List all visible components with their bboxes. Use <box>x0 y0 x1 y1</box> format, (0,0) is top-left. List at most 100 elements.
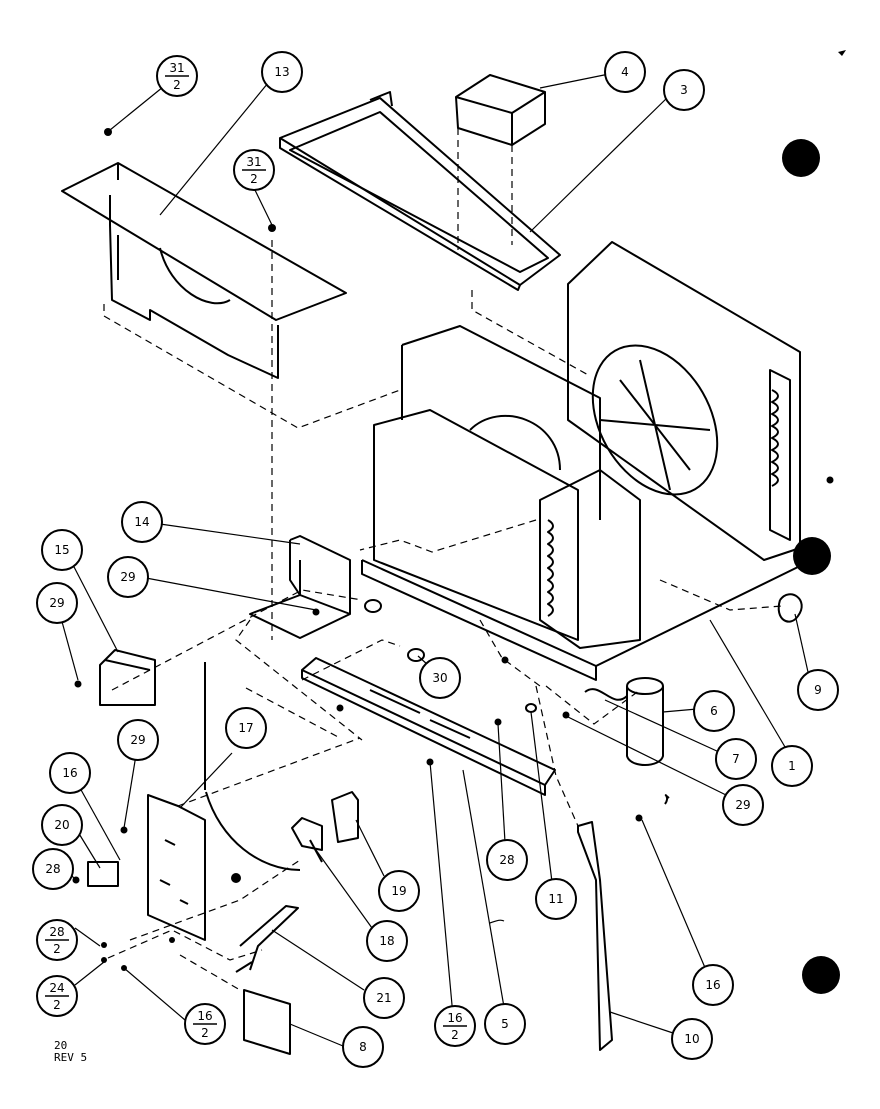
callout-label-c21: 21 <box>376 991 391 1005</box>
callout-c19 <box>378 870 420 912</box>
callout-label-c18: 18 <box>379 934 394 948</box>
screw-icon <box>336 704 344 712</box>
leader-lines <box>60 73 809 1047</box>
part-control-box <box>99 649 156 706</box>
callout-label-c1: 1 <box>788 759 796 773</box>
registration-dot-top <box>782 139 820 177</box>
callout-numerator-c16b: 16 <box>197 1009 212 1023</box>
callout-c15 <box>41 529 83 571</box>
leader-6 <box>662 708 698 713</box>
leader-24 <box>74 961 105 986</box>
callout-label-c28c: 28 <box>499 853 514 867</box>
part-switch <box>291 817 323 863</box>
callout-denominator-c31b: 2 <box>250 172 258 186</box>
leader-4 <box>539 73 610 89</box>
part-control-panel <box>87 662 301 941</box>
leader-29b <box>145 577 317 611</box>
callout-denominator-c31a: 2 <box>173 78 181 92</box>
callout-c1 <box>771 745 813 787</box>
callout-c29d <box>722 784 764 826</box>
grommet-icon <box>364 599 382 613</box>
leader-16d <box>641 819 707 971</box>
leader-10 <box>609 1011 677 1035</box>
callout-c20 <box>41 804 83 846</box>
callout-label-c29a: 29 <box>49 596 64 610</box>
callout-label-c14: 14 <box>134 515 149 529</box>
leader-11 <box>530 711 553 883</box>
callout-label-c4: 4 <box>621 65 629 79</box>
callout-label-c29b: 29 <box>120 570 135 584</box>
callout-c21 <box>363 977 405 1019</box>
callout-c17 <box>225 707 267 749</box>
registration-dot-middle <box>793 537 831 575</box>
leader-31b <box>253 187 273 226</box>
screw-icon <box>169 937 175 943</box>
part-drain-tube <box>577 821 613 1051</box>
callout-denominator-c16c: 2 <box>451 1028 459 1042</box>
leader-19 <box>355 819 385 877</box>
part-terminal-block <box>331 791 359 843</box>
drawing-revision-note: 20 REV 5 <box>54 1040 87 1064</box>
leader-29a <box>60 617 79 681</box>
part-mounting-strap <box>235 905 299 973</box>
leader-21 <box>271 929 365 991</box>
callout-label-c3: 3 <box>680 83 688 97</box>
screw-icon <box>635 814 643 822</box>
part-clip <box>777 593 803 623</box>
leader-13 <box>159 82 269 216</box>
leader-16c <box>429 761 454 1017</box>
callout-c28a <box>32 848 74 890</box>
leader-1 <box>709 619 789 753</box>
screw-icon <box>494 718 502 726</box>
callout-label-c30: 30 <box>432 671 447 685</box>
part-bracket <box>249 535 351 639</box>
leader-8 <box>289 1023 344 1047</box>
leader-29d <box>565 715 727 796</box>
callout-numerator-c16c: 16 <box>447 1011 462 1025</box>
leader-28c <box>497 723 506 843</box>
part-cabinet-base <box>361 325 801 681</box>
callout-denominator-c28b: 2 <box>53 942 61 956</box>
callout-c4 <box>604 51 646 93</box>
drawing-number: 20 <box>54 1039 68 1052</box>
part-drawings <box>61 74 803 1055</box>
callout-label-c15: 15 <box>54 543 69 557</box>
callout-c29a <box>36 582 78 624</box>
callout-c16d <box>692 964 734 1006</box>
part-top-cover-panel <box>61 162 347 379</box>
callout-c13 <box>261 51 303 93</box>
screw-icon <box>74 680 82 688</box>
callout-label-c6: 6 <box>710 704 718 718</box>
callout-numerator-c31b: 31 <box>246 155 261 169</box>
leader-14 <box>159 523 301 545</box>
leader-18 <box>315 849 373 929</box>
leader-7 <box>604 699 720 753</box>
assembly-lines <box>103 128 783 991</box>
leader-5 <box>462 769 505 1008</box>
callout-label-c5: 5 <box>501 1017 509 1031</box>
callout-c10 <box>671 1018 713 1060</box>
callout-c29c <box>117 719 159 761</box>
screw-icon <box>826 476 834 484</box>
fasteners <box>72 128 834 971</box>
callout-c29b <box>107 556 149 598</box>
callout-label-c13: 13 <box>274 65 289 79</box>
leader-3 <box>529 94 671 233</box>
callout-c3 <box>663 69 705 111</box>
callout-label-c7: 7 <box>732 752 740 766</box>
part-capacitor <box>584 677 664 766</box>
callout-label-c20: 20 <box>54 818 69 832</box>
screw-icon <box>101 942 107 948</box>
tick-mark <box>489 919 505 924</box>
callout-label-c29c: 29 <box>130 733 145 747</box>
callout-label-c11: 11 <box>548 892 563 906</box>
grommet-icon <box>407 648 425 662</box>
screw-icon <box>501 656 509 664</box>
screw-icon <box>120 826 128 834</box>
callout-c14 <box>121 501 163 543</box>
leader-16b <box>123 967 186 1021</box>
callout-label-c28a: 28 <box>45 862 60 876</box>
registration-dot-bottom <box>802 956 840 994</box>
